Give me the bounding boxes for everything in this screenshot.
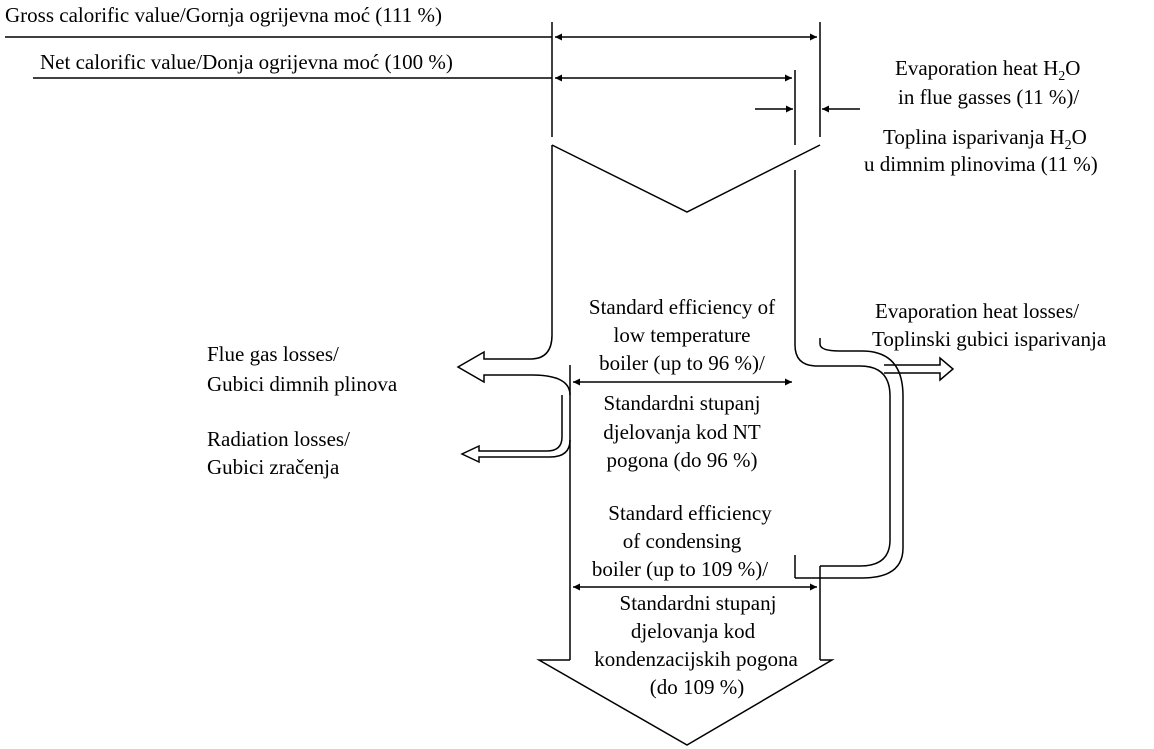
radiation-loss-branch: [460, 395, 571, 464]
evap-losses-en: Evaporation heat losses/: [875, 299, 1079, 323]
net-value-label: Net calorific value/Donja ogrijevna moć …: [40, 50, 453, 74]
h2o-subscript: 2: [1065, 138, 1072, 153]
svg-text:boiler (up to 109 %)/: boiler (up to 109 %)/: [592, 557, 768, 581]
flue-losses-hr: Gubici dimnih plinova: [207, 372, 398, 396]
h2o-subscript: 2: [1058, 69, 1065, 84]
svg-text:of condensing: of condensing: [623, 529, 742, 553]
radiation-losses-en: Radiation losses/: [207, 427, 350, 451]
svg-text:Standardni stupanj: Standardni stupanj: [604, 391, 761, 415]
condensing-efficiency-label: Standard efficiency of condensing boiler…: [592, 501, 799, 699]
svg-text:boiler (up to 96 %)/: boiler (up to 96 %)/: [599, 351, 765, 375]
svg-text:djelovanja kod: djelovanja kod: [631, 619, 756, 643]
energy-flow-body: [536, 144, 835, 746]
svg-text:djelovanja kod NT: djelovanja kod NT: [603, 420, 761, 444]
evaporation-loss-loop: [794, 344, 891, 567]
flue-losses-en: Flue gas losses/: [207, 342, 339, 366]
flue-gas-loss-branch: [456, 334, 571, 396]
nt-efficiency-label: Standard efficiency of low temperature b…: [589, 295, 775, 472]
evap-heat-hr-line2: u dimnim plinovima (11 %): [864, 152, 1098, 176]
svg-text:Standard efficiency of: Standard efficiency of: [589, 295, 775, 319]
svg-text:low temperature: low temperature: [613, 323, 750, 347]
evaporation-loss-loop-inner: [795, 338, 904, 579]
svg-text:Standard efficiency: Standard efficiency: [608, 501, 772, 525]
evap-heat-hr-line1: Toplina isparivanja H2O: [883, 125, 1087, 153]
evap-losses-hr: Toplinski gubici isparivanja: [872, 327, 1107, 351]
radiation-losses-hr: Gubici zračenja: [207, 455, 340, 479]
svg-text:pogona (do 96 %): pogona (do 96 %): [606, 448, 757, 472]
svg-text:kondenzacijskih pogona: kondenzacijskih pogona: [594, 647, 798, 671]
evap-heat-en-line1: Evaporation heat H2O: [895, 56, 1080, 84]
svg-text:Standardni stupanj: Standardni stupanj: [620, 591, 777, 615]
evaporation-loss-arrow-out: [884, 356, 955, 382]
evap-heat-en-line2: in flue gasses (11 %)/: [898, 85, 1079, 109]
gross-value-label: Gross calorific value/Gornja ogrijevna m…: [5, 3, 442, 27]
svg-text:(do 109 %): (do 109 %): [650, 675, 744, 699]
